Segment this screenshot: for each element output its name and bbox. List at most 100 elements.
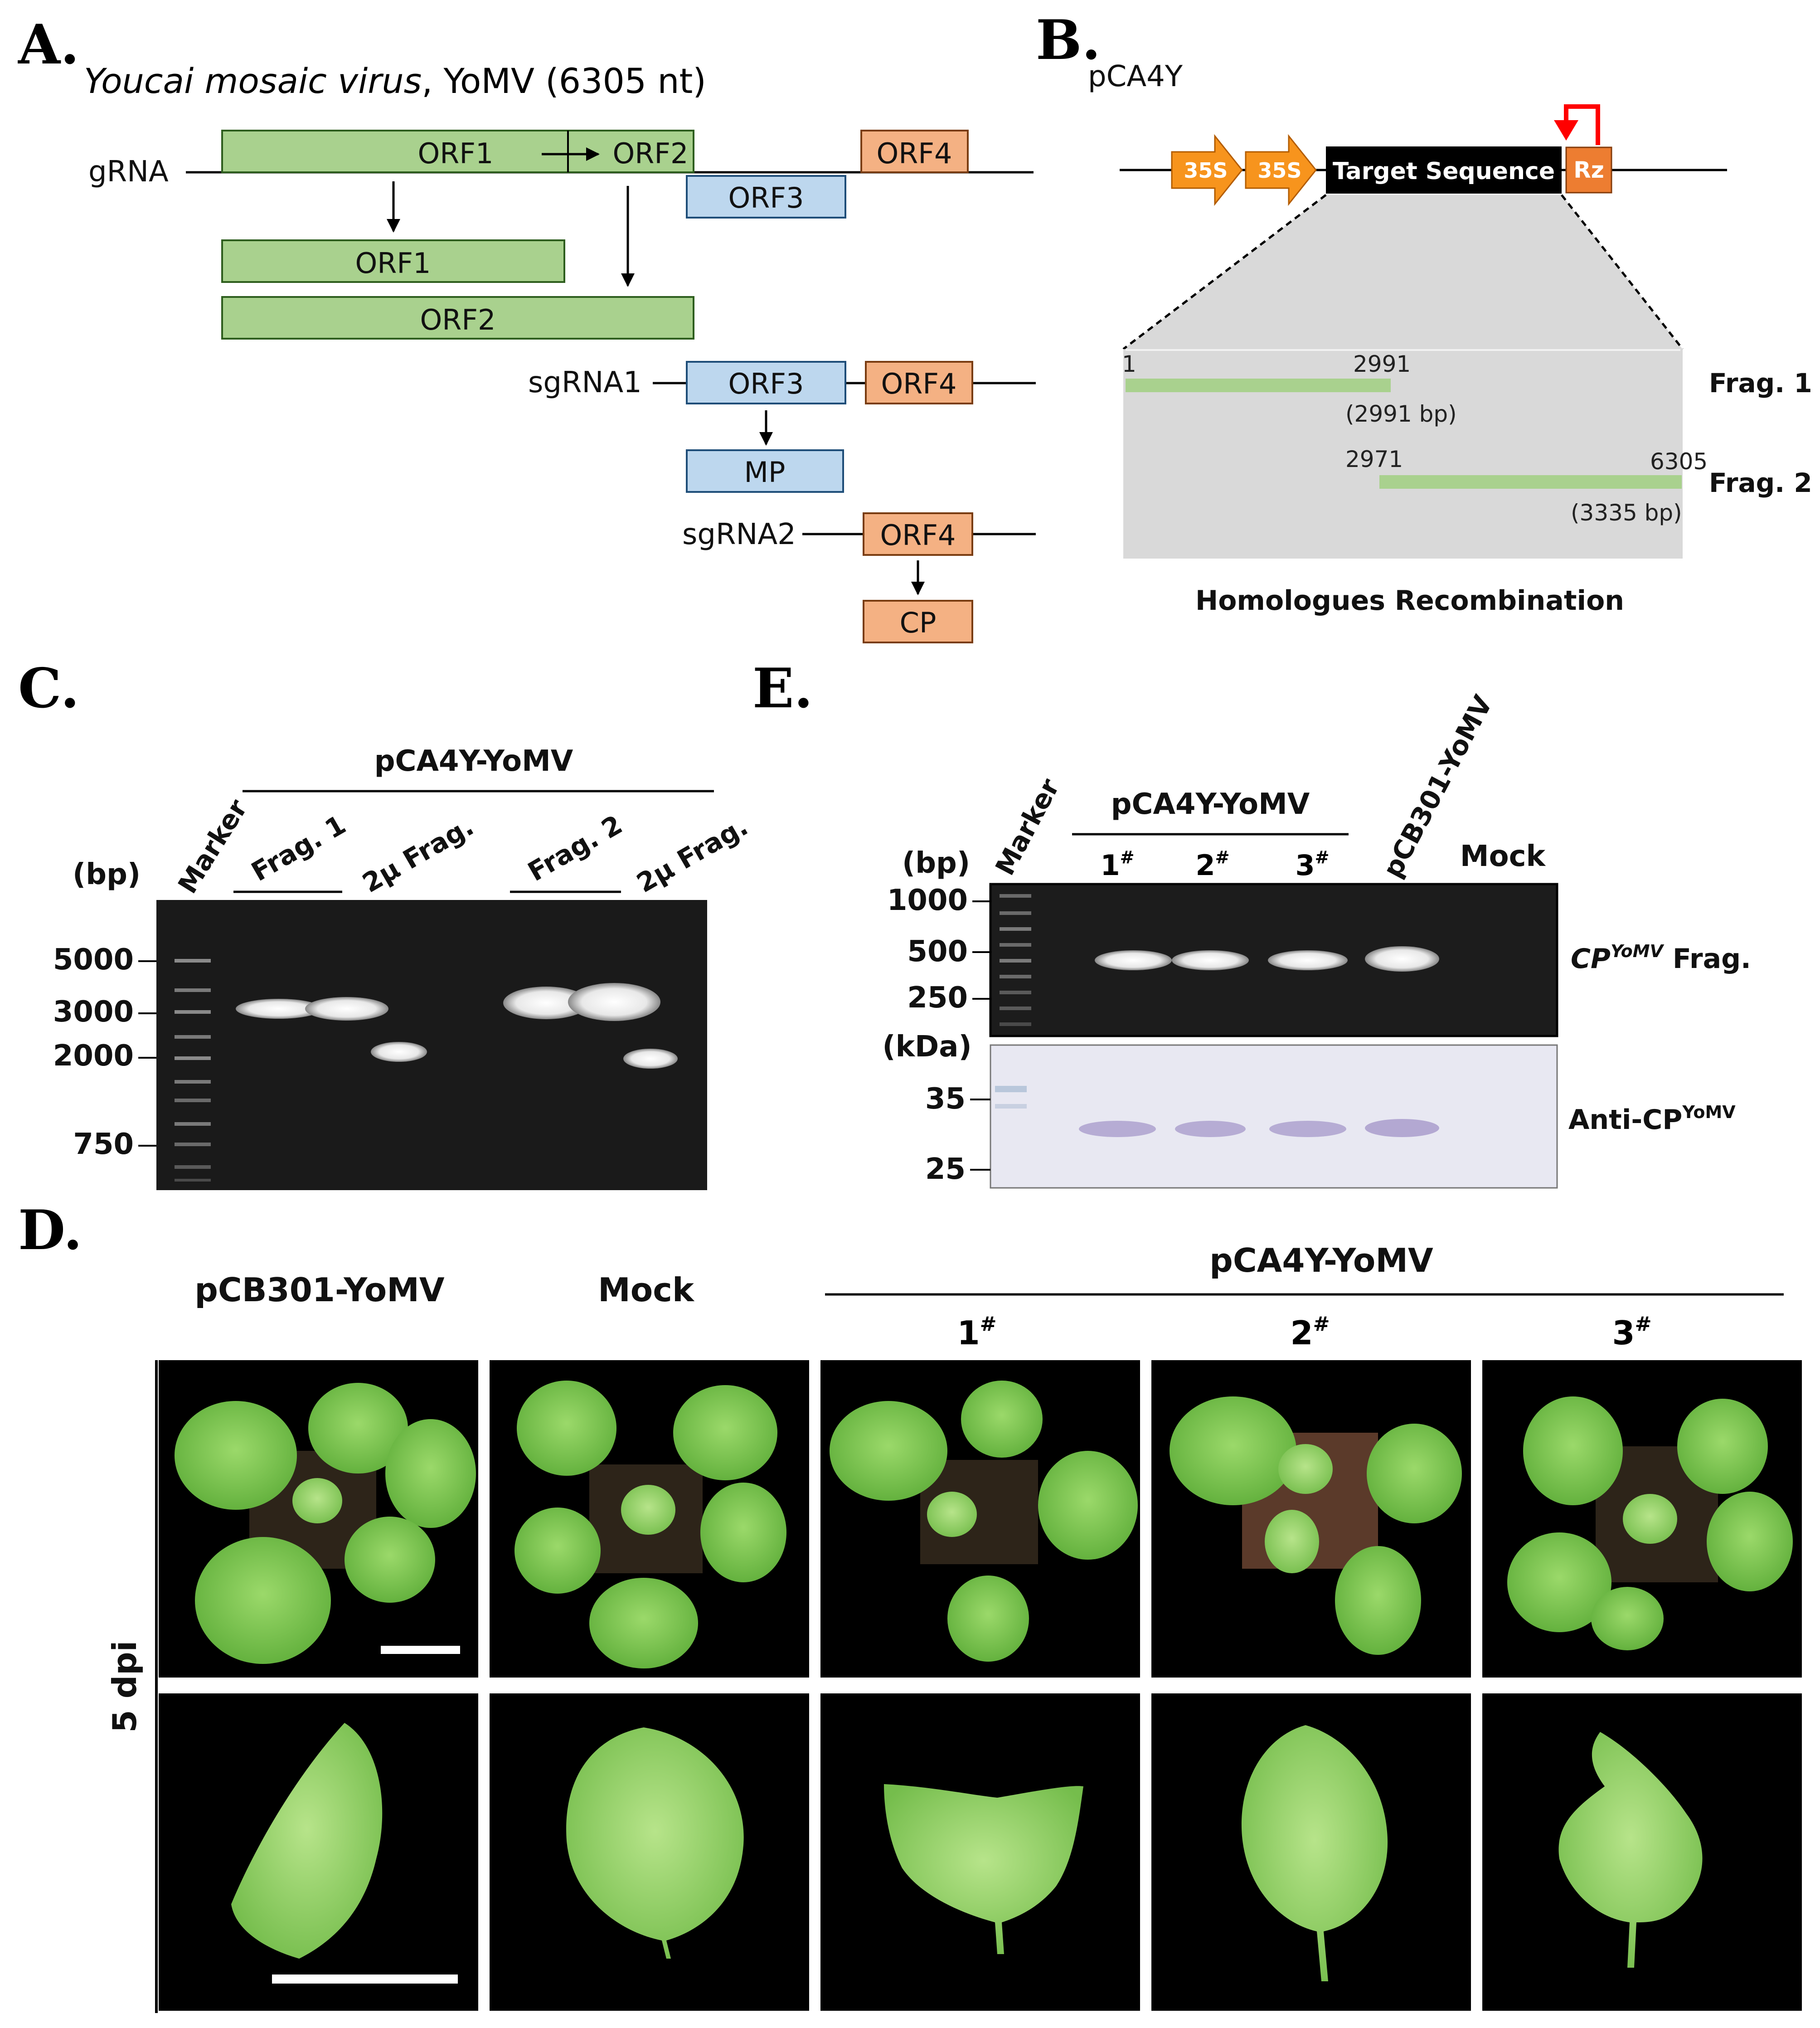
size-e-35kda: 35 bbox=[925, 1082, 966, 1116]
band-e-pcb301 bbox=[1365, 946, 1439, 972]
promoter-35s-1 bbox=[1171, 134, 1243, 206]
mp-box bbox=[686, 449, 844, 493]
virus-size: , YoMV (6305 nt) bbox=[422, 61, 706, 101]
wb-band-3 bbox=[1269, 1121, 1346, 1137]
panel-b-letter: B. bbox=[1036, 8, 1101, 72]
virus-name: Youcai mosaic virus bbox=[84, 61, 422, 101]
frag1-end: 2991 bbox=[1353, 351, 1411, 377]
panel-e-letter: E. bbox=[752, 657, 813, 720]
sgrna1-orf4-label: ORF4 bbox=[881, 367, 957, 400]
sgrna2-orf4-label: ORF4 bbox=[880, 519, 956, 552]
lane-marker-label: Marker bbox=[172, 794, 253, 899]
frag2-end: 6305 bbox=[1650, 448, 1708, 475]
col-sample-2: 2# bbox=[1291, 1313, 1330, 1352]
ribozyme-box bbox=[1565, 146, 1612, 194]
plant-photo-sample-2 bbox=[1151, 1360, 1471, 1678]
size-e-1000: 1000 bbox=[887, 884, 968, 917]
cp-label: CP bbox=[900, 606, 937, 639]
band-e-3 bbox=[1268, 950, 1348, 970]
frag1-label: Frag. 1 bbox=[1709, 368, 1812, 399]
grna-orf4-label: ORF4 bbox=[877, 137, 952, 170]
grna-orf4-box bbox=[860, 130, 969, 173]
ribozyme-label: Rz bbox=[1573, 157, 1604, 183]
band-e-1 bbox=[1095, 950, 1172, 970]
frag2-start: 2971 bbox=[1345, 446, 1403, 472]
col-group-label: pCA4Y-YoMV bbox=[1209, 1241, 1433, 1279]
zoom-trapezoid bbox=[1123, 195, 1683, 349]
grna-label: gRNA bbox=[88, 155, 169, 189]
lane-e-3: 3# bbox=[1296, 847, 1330, 882]
plant-photo-sample-1 bbox=[820, 1360, 1140, 1678]
lane-2u-frag-label-2: 2μ Frag. bbox=[631, 811, 753, 899]
wb-band-pcb301 bbox=[1365, 1119, 1439, 1137]
grna-orf-box bbox=[221, 130, 694, 173]
recombination-box-highlight bbox=[1126, 349, 1680, 351]
orf2-product-label: ORF2 bbox=[420, 303, 496, 336]
plant-photo-pcb301 bbox=[159, 1360, 478, 1678]
panel-c-group-label: pCA4Y-YoMV bbox=[374, 744, 573, 778]
panel-a-title: Youcai mosaic virus, YoMV (6305 nt) bbox=[84, 61, 706, 101]
size-2000: 2000 bbox=[53, 1039, 134, 1073]
orf1-product-label: ORF1 bbox=[355, 247, 431, 280]
leaf-photo-sample-1 bbox=[820, 1693, 1140, 2011]
leaf-photo-mock bbox=[490, 1693, 809, 2011]
promoter-35s-1-label: 35S bbox=[1184, 158, 1228, 183]
cp-box bbox=[863, 600, 973, 643]
panel-c-unit: (bp) bbox=[73, 858, 141, 891]
size-3000: 3000 bbox=[53, 995, 134, 1029]
orf1-product-box bbox=[221, 239, 565, 283]
size-e-500: 500 bbox=[907, 935, 968, 968]
sgrna2-label: sgRNA2 bbox=[682, 518, 796, 551]
band-frag2-a bbox=[503, 987, 589, 1019]
ladder-c bbox=[175, 959, 211, 1182]
band-2u-frag-1 bbox=[371, 1042, 427, 1062]
wb-label: Anti-CPYoMV bbox=[1568, 1102, 1736, 1136]
panel-c-letter: C. bbox=[18, 657, 79, 720]
target-sequence-label: Target Sequence bbox=[1333, 158, 1555, 185]
band-frag1-b bbox=[305, 997, 388, 1021]
grna-orf3-box bbox=[686, 175, 846, 219]
wb-band-1 bbox=[1079, 1121, 1156, 1137]
leaf-photo-pcb301 bbox=[159, 1693, 478, 2011]
size-e-25kda: 25 bbox=[925, 1153, 966, 1186]
agarose-gel-c bbox=[156, 900, 707, 1190]
recombination-caption: Homologues Recombination bbox=[1195, 585, 1624, 617]
lane-frag1-label: Frag. 1 bbox=[246, 809, 351, 887]
wb-band-2 bbox=[1175, 1121, 1246, 1137]
panel-a: A. Youcai mosaic virus, YoMV (6305 nt) g… bbox=[18, 13, 1036, 643]
lane-e-2: 2# bbox=[1196, 847, 1230, 882]
grna-orf3-label: ORF3 bbox=[728, 181, 804, 214]
panel-c: C. pCA4Y-YoMV (bp) Marker Frag. 1 2μ Fra… bbox=[18, 657, 753, 1190]
band-frag1-a bbox=[236, 999, 322, 1019]
panel-e-group-label: pCA4Y-YoMV bbox=[1111, 788, 1310, 821]
grna-orf2-label: ORF2 bbox=[613, 137, 689, 170]
lane-frag2-label: Frag. 2 bbox=[523, 809, 627, 887]
panel-d-letter: D. bbox=[18, 1198, 83, 1262]
band-frag2-b bbox=[568, 983, 660, 1021]
size-750: 750 bbox=[73, 1128, 134, 1161]
lane-e-1: 1# bbox=[1101, 847, 1135, 882]
plant-photo-mock bbox=[490, 1360, 809, 1678]
frag2-length: (3335 bp) bbox=[1571, 500, 1682, 526]
row-dpi-label: 5 dpi bbox=[106, 1641, 144, 1733]
sgrna1-orf3-label: ORF3 bbox=[728, 367, 804, 400]
vector-label: pCA4Y bbox=[1088, 60, 1183, 93]
panel-e-unit-kda: (kDa) bbox=[882, 1030, 971, 1064]
terminator-arrowhead bbox=[1554, 120, 1578, 141]
plant-photo-sample-3 bbox=[1482, 1360, 1802, 1678]
frag1-start: 1 bbox=[1122, 351, 1136, 377]
size-e-250: 250 bbox=[907, 981, 968, 1015]
grna-orf1-label: ORF1 bbox=[418, 137, 494, 170]
frag2-bar bbox=[1379, 475, 1682, 489]
frag1-length: (2991 bp) bbox=[1345, 401, 1457, 427]
lane-e-marker: Marker bbox=[989, 773, 1065, 880]
panel-e: E. Marker pCA4Y-YoMV 1# 2# 3# pCB301-YoM… bbox=[752, 657, 1751, 1189]
zoom-line-left bbox=[1122, 194, 1327, 350]
panel-e-unit-bp: (bp) bbox=[902, 846, 970, 880]
frag2-label: Frag. 2 bbox=[1709, 467, 1812, 498]
lane-e-mock: Mock bbox=[1460, 840, 1546, 873]
col-pcb301-label: pCB301-YoMV bbox=[194, 1271, 444, 1309]
col-mock-label: Mock bbox=[598, 1271, 695, 1309]
terminator-line bbox=[1564, 104, 1600, 145]
western-blot-membrane bbox=[990, 1044, 1558, 1189]
